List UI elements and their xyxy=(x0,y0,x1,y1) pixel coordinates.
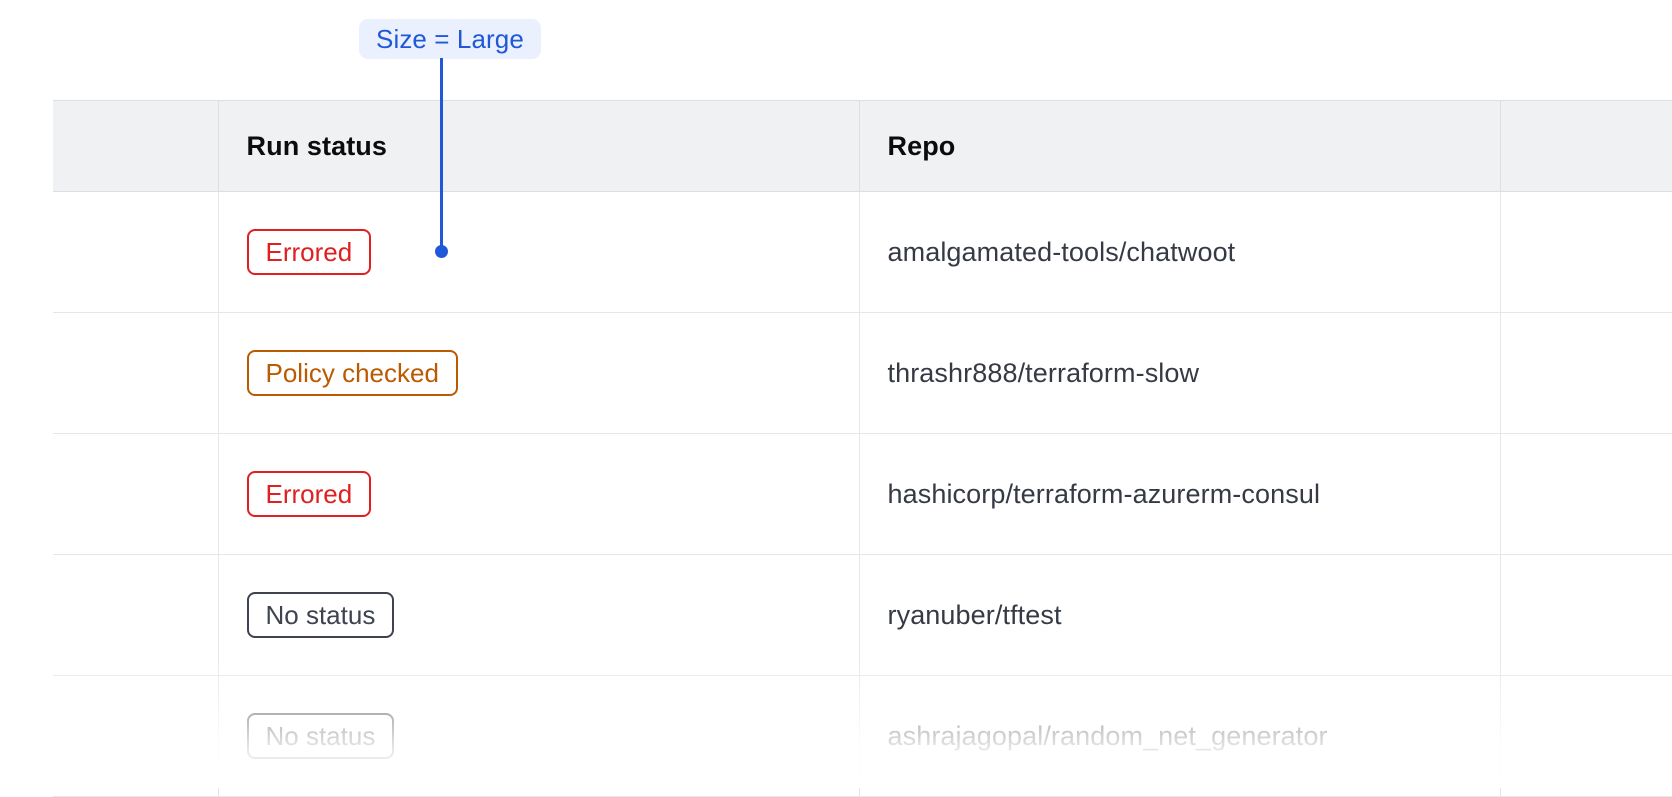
run-status-wrap: Errored xyxy=(219,229,859,275)
repo-name[interactable]: ryanuber/tftest xyxy=(887,599,1062,630)
overflow-cell xyxy=(1499,312,1672,434)
column-header-repo[interactable]: Repo xyxy=(858,100,1500,192)
table-row[interactable]: Policy checked thrashr888/terraform-slow xyxy=(53,312,1672,434)
table-row[interactable]: No status ryanuber/tftest xyxy=(53,554,1672,676)
runs-table: Run status Repo Errored amalgamated-tools… xyxy=(53,100,1672,797)
row-select-cell[interactable] xyxy=(53,191,218,313)
repo-name[interactable]: ashrajagopal/random_net_generator xyxy=(887,720,1328,751)
overflow-cell xyxy=(1499,675,1672,797)
status-badge[interactable]: Errored xyxy=(246,471,372,517)
column-header-overflow xyxy=(1499,100,1672,192)
overflow-cell xyxy=(1499,554,1672,676)
column-header-run-status[interactable]: Run status xyxy=(217,100,859,192)
run-status-cell: Errored xyxy=(217,433,859,555)
table-header: Run status Repo xyxy=(53,100,1672,192)
run-status-cell: Errored xyxy=(217,191,859,313)
column-header-run-status-label: Run status xyxy=(246,130,388,161)
table-row[interactable]: No status ashrajagopal/random_net_generat… xyxy=(53,675,1672,797)
run-status-cell: No status xyxy=(217,675,859,797)
repo-name[interactable]: thrashr888/terraform-slow xyxy=(887,357,1200,388)
table-header-row: Run status Repo xyxy=(53,100,1672,192)
status-badge[interactable]: No status xyxy=(246,592,395,638)
repo-name[interactable]: hashicorp/terraform-azurerm-consul xyxy=(887,478,1321,509)
repo-cell: amalgamated-tools/chatwoot xyxy=(858,191,1500,313)
repo-cell: ashrajagopal/random_net_generator xyxy=(858,675,1500,797)
status-badge[interactable]: No status xyxy=(246,713,395,759)
column-header-select xyxy=(53,100,218,192)
size-annotation-badge[interactable]: Size = Large xyxy=(359,19,541,59)
size-annotation-label: Size = Large xyxy=(376,24,524,54)
row-select-cell[interactable] xyxy=(53,433,218,555)
run-status-wrap: No status xyxy=(219,713,859,759)
run-status-cell: No status xyxy=(217,554,859,676)
run-status-cell: Policy checked xyxy=(217,312,859,434)
row-select-cell[interactable] xyxy=(53,312,218,434)
repo-cell: thrashr888/terraform-slow xyxy=(858,312,1500,434)
repo-cell: hashicorp/terraform-azurerm-consul xyxy=(858,433,1500,555)
overflow-cell xyxy=(1499,191,1672,313)
column-header-repo-label: Repo xyxy=(887,130,956,161)
table-row[interactable]: Errored hashicorp/terraform-azurerm-consu… xyxy=(53,433,1672,555)
overflow-cell xyxy=(1499,433,1672,555)
row-select-cell[interactable] xyxy=(53,675,218,797)
table-row[interactable]: Errored amalgamated-tools/chatwoot xyxy=(53,191,1672,313)
run-status-wrap: Errored xyxy=(219,471,859,517)
repo-cell: ryanuber/tftest xyxy=(858,554,1500,676)
repo-name[interactable]: amalgamated-tools/chatwoot xyxy=(887,236,1236,267)
run-status-wrap: No status xyxy=(219,592,859,638)
status-badge[interactable]: Errored xyxy=(246,229,372,275)
run-status-wrap: Policy checked xyxy=(219,350,859,396)
row-select-cell[interactable] xyxy=(53,554,218,676)
status-badge[interactable]: Policy checked xyxy=(246,350,458,396)
